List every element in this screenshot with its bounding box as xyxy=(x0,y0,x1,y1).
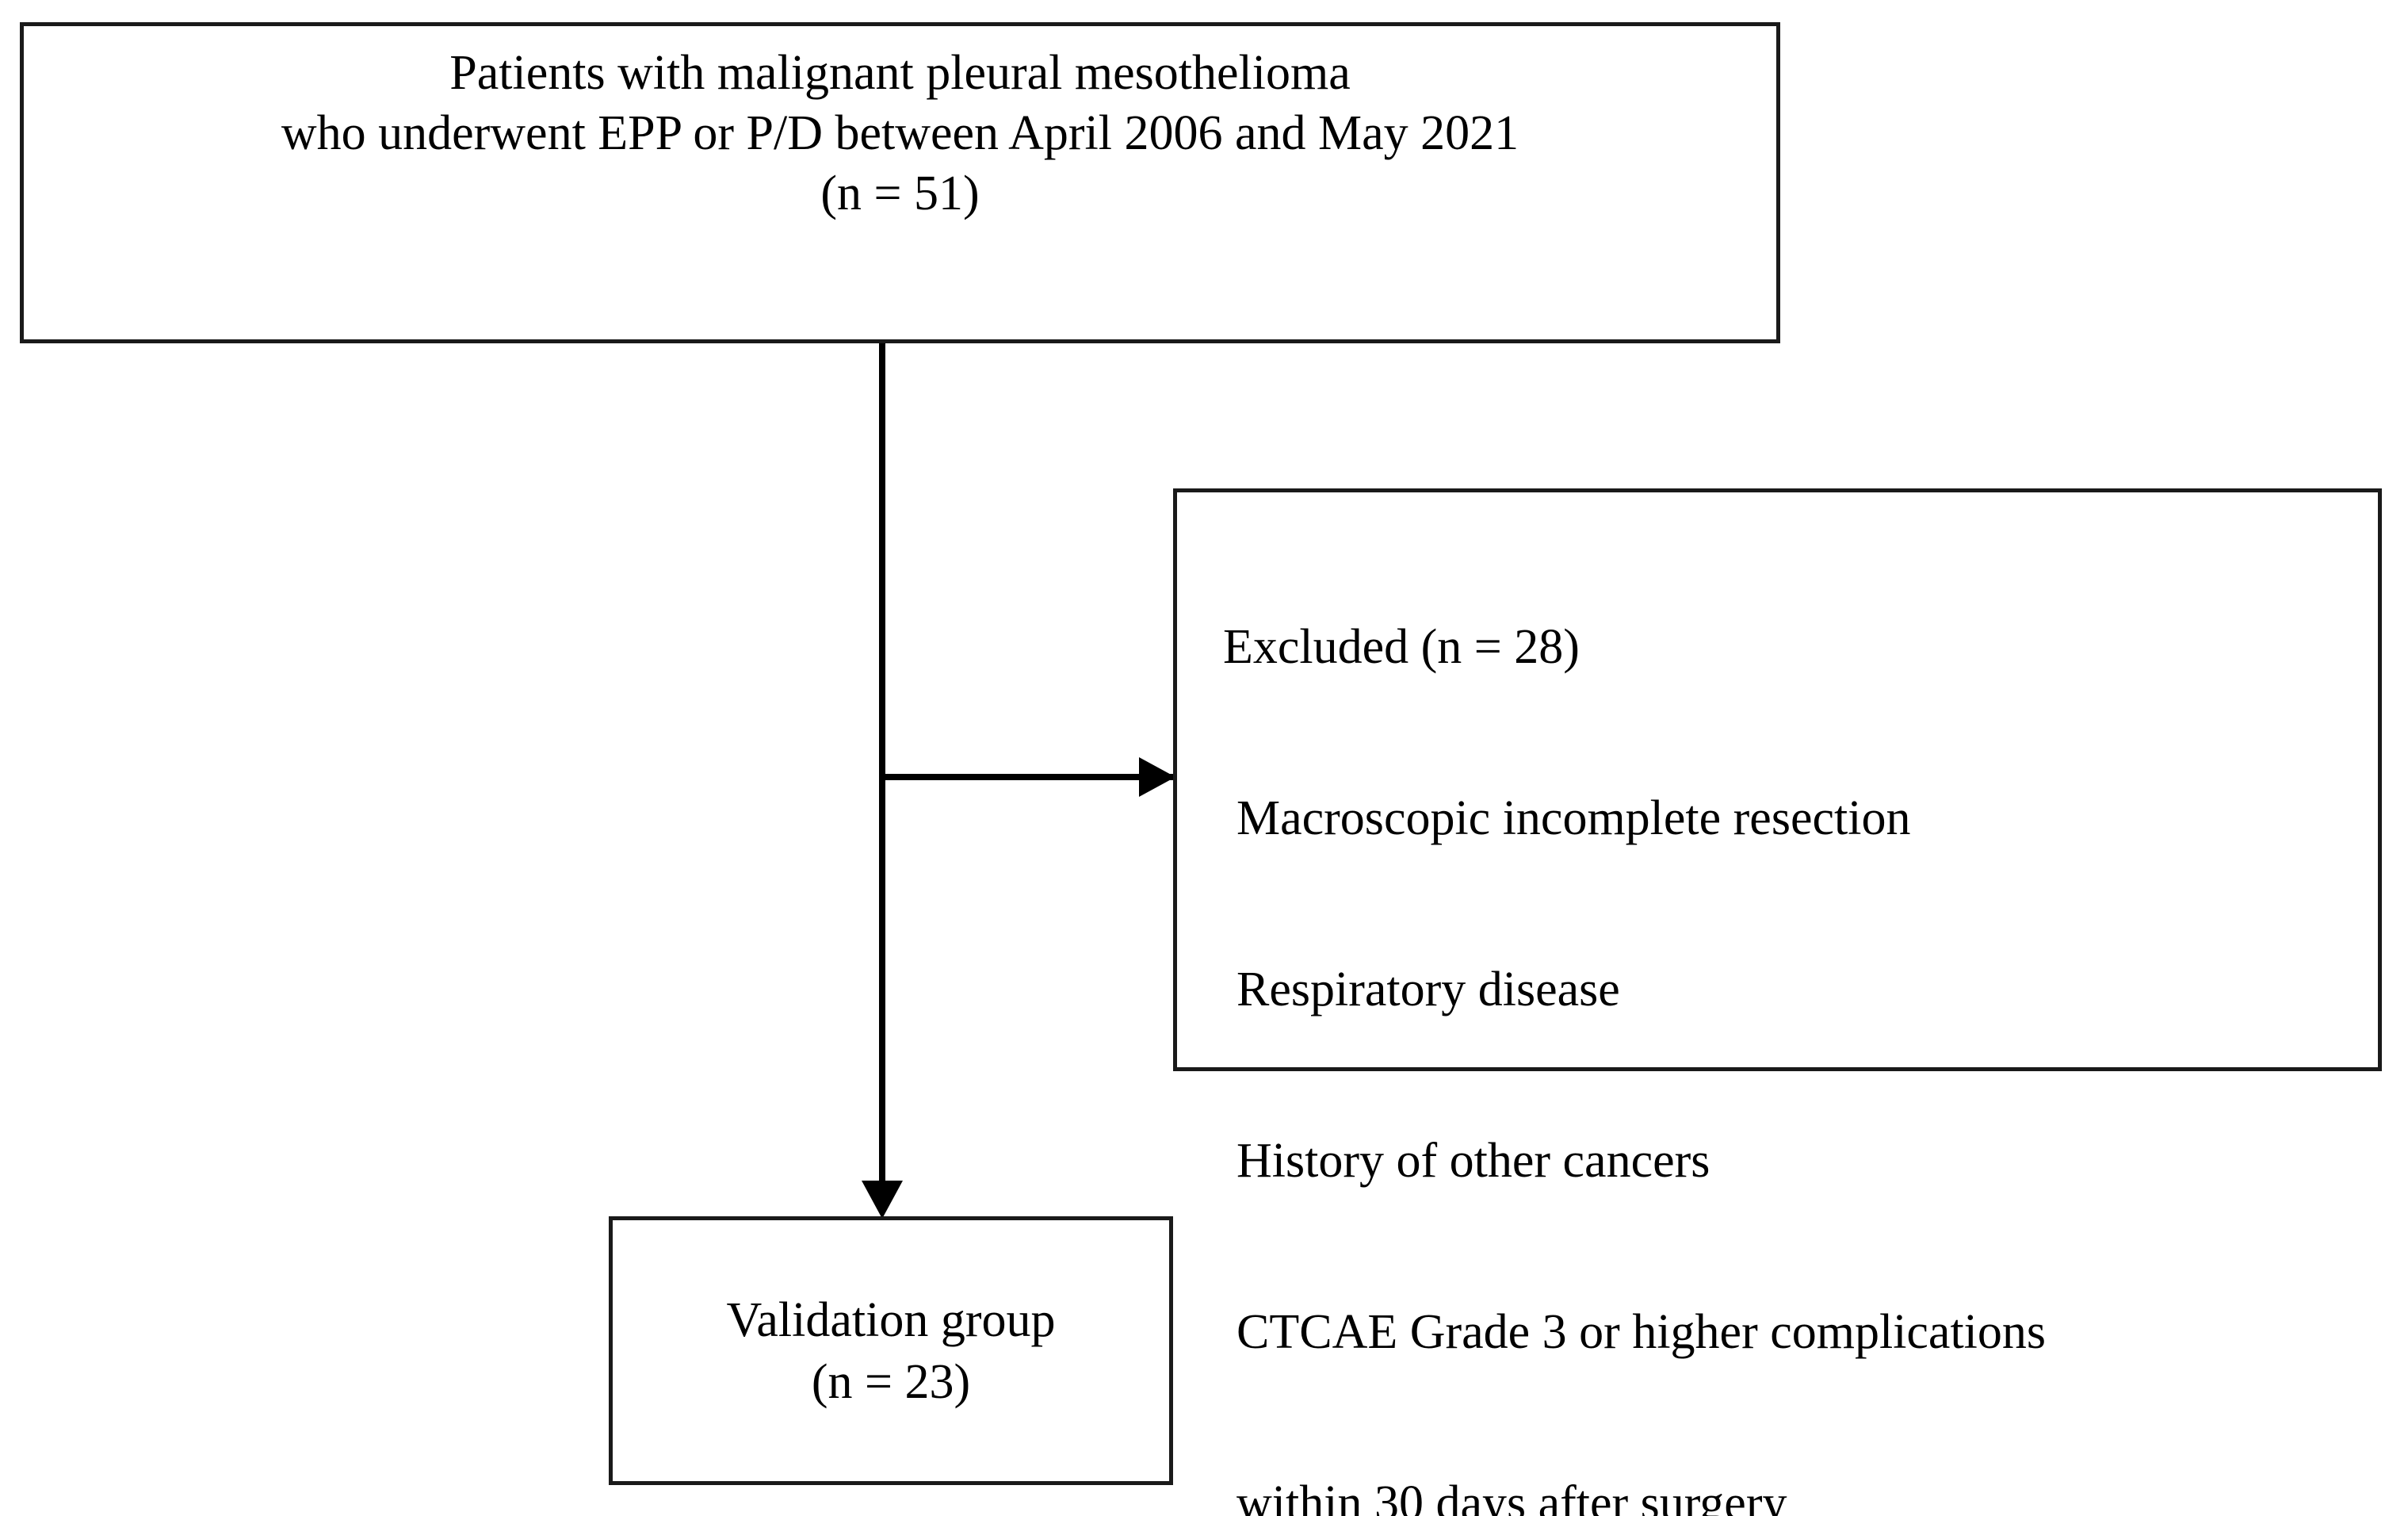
enrollment-line-1: Patients with malignant pleural mesothel… xyxy=(449,46,1351,100)
validation-group-box xyxy=(609,1216,1173,1485)
excluded-box-text: Excluded (n = 28) Macroscopic incomplete… xyxy=(1173,488,2382,1516)
validation-group-box-text: Validation group (n = 23) xyxy=(609,1216,1173,1485)
excluded-reason-2: Respiratory disease xyxy=(1236,963,1620,1016)
excluded-reason-4: CTCAE Grade 3 or higher complications xyxy=(1236,1305,2047,1359)
excluded-box xyxy=(1173,488,2382,1071)
excluded-heading: Excluded (n = 28) xyxy=(1223,620,1580,674)
excluded-reason-4-cont: within 30 days after surgery xyxy=(1236,1476,1787,1516)
connector-horizontal-line xyxy=(879,774,1174,780)
excluded-reason-1: Macroscopic incomplete resection xyxy=(1236,791,1911,845)
enrollment-count: (n = 51) xyxy=(820,167,980,220)
enrollment-box-text: Patients with malignant pleural mesothel… xyxy=(20,22,1780,343)
arrow-right-icon xyxy=(1139,757,1175,797)
arrow-down-icon xyxy=(862,1181,903,1219)
enrollment-line-2: who underwent EPP or P/D between April 2… xyxy=(281,106,1519,160)
excluded-reason-3: History of other cancers xyxy=(1236,1134,1710,1188)
enrollment-box xyxy=(20,22,1780,343)
validation-label: Validation group xyxy=(726,1292,1056,1347)
validation-count: (n = 23) xyxy=(811,1354,971,1409)
